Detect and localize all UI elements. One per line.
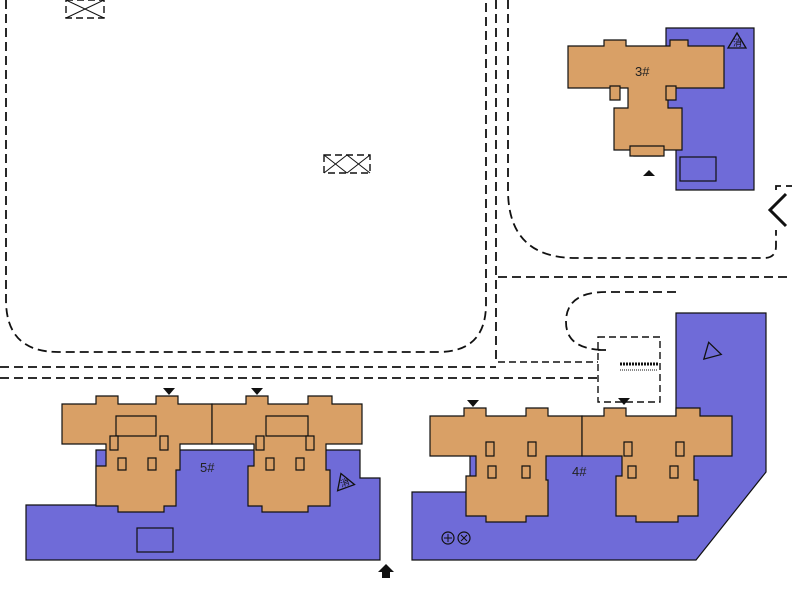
unit-entrance-icon — [618, 398, 630, 405]
road-lines — [0, 0, 792, 403]
building-4: 4# — [429, 407, 733, 523]
building-label-4: 4# — [572, 464, 587, 479]
dashed-structures — [65, 0, 371, 174]
building-5: 5# — [61, 395, 363, 513]
parking-box-3 — [679, 156, 717, 182]
fire-access-markers: 消 消 — [336, 31, 748, 492]
parking-box-5 — [136, 527, 174, 553]
site-symbols-4 — [441, 531, 471, 545]
svg-text:消: 消 — [733, 37, 742, 49]
unit-entrance-icon — [467, 400, 479, 407]
unit-entrance-icon — [163, 388, 175, 395]
building-3: 3# — [567, 39, 725, 157]
north-arrow-icon — [767, 192, 788, 228]
unit-entrance-icon — [643, 170, 655, 176]
fire-access-icon — [702, 341, 723, 361]
fire-access-icon: 消 — [336, 472, 356, 492]
building-label-3: 3# — [635, 64, 650, 79]
bike-parking — [620, 362, 658, 371]
svg-text:消: 消 — [339, 476, 352, 490]
entrance-arrow-icon — [378, 564, 394, 578]
unit-entrance-markers — [163, 170, 655, 407]
building-label-5: 5# — [200, 460, 215, 475]
unit-entrance-icon — [251, 388, 263, 395]
fire-access-icon: 消 — [726, 31, 748, 49]
